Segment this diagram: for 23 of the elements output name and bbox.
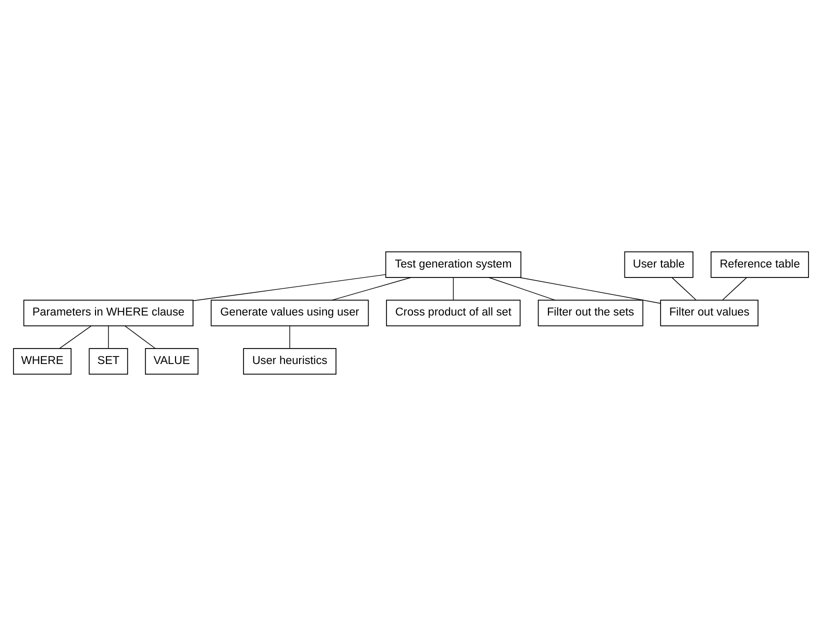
connector: [488, 277, 556, 301]
node-box: WHERE: [13, 348, 72, 375]
connector: [672, 277, 696, 300]
node-box: Filter out values: [660, 300, 758, 326]
connector: [722, 277, 747, 300]
node-box: Generate values using user: [210, 300, 369, 326]
node-box: SET: [88, 348, 128, 375]
connector: [192, 274, 386, 302]
connector: [108, 326, 109, 349]
connector: [59, 326, 92, 349]
node-box: Parameters in WHERE clause: [23, 300, 194, 326]
node-box: User heuristics: [243, 348, 336, 375]
node-box: Cross product of all set: [386, 300, 521, 326]
node-box: Filter out the sets: [538, 300, 644, 326]
connector: [519, 277, 661, 304]
connector: [452, 277, 454, 300]
connector: [124, 326, 156, 349]
connector: [289, 326, 290, 349]
node-box: Reference table: [710, 251, 809, 278]
node-box: Test generation system: [385, 251, 522, 278]
connector: [332, 277, 412, 301]
node-box: VALUE: [144, 348, 198, 375]
node-box: User table: [624, 251, 694, 278]
